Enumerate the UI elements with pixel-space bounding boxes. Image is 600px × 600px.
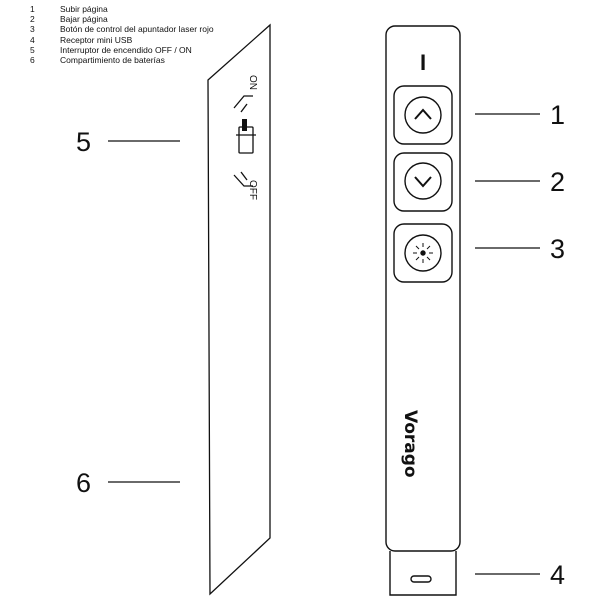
page-up-button[interactable] — [393, 85, 453, 145]
legend-text: Interruptor de encendido OFF / ON — [60, 44, 192, 55]
legend-item: 3 Botón de control del apuntador laser r… — [30, 24, 214, 34]
legend-item: 4 Receptor mini USB — [30, 35, 214, 45]
legend-item: 6 Compartimiento de baterías — [30, 55, 214, 65]
legend-number: 1 — [30, 4, 35, 14]
switch-knob — [242, 119, 247, 131]
legend-text: Bajar página — [60, 14, 108, 25]
presenter-body — [385, 25, 461, 552]
laser-button[interactable] — [393, 223, 453, 283]
callout-numbers: 1 2 3 4 5 6 — [76, 100, 565, 590]
legend-text: Subir página — [60, 4, 108, 14]
callout-number-3: 3 — [550, 234, 565, 264]
legend-number: 2 — [30, 14, 35, 25]
chevron-up-icon — [414, 108, 432, 120]
callout-number-2: 2 — [550, 167, 565, 197]
switch-track-top-inner — [240, 103, 248, 113]
side-view: ON OFF — [207, 23, 271, 596]
page-down-button[interactable] — [393, 152, 453, 212]
switch-track-bottom — [233, 174, 253, 187]
front-view: I — [385, 25, 461, 596]
callout-number-4: 4 — [550, 560, 565, 590]
legend-number: 6 — [30, 55, 35, 66]
switch-off-label: OFF — [247, 180, 258, 200]
legend: 1 Subir página 2 Bajar página 3 Botón de… — [30, 4, 214, 65]
top-mark: I — [420, 50, 426, 75]
legend-number: 5 — [30, 44, 35, 55]
switch-on-label: ON — [247, 75, 258, 90]
callout-number-5: 5 — [76, 127, 91, 157]
laser-burst-icon — [413, 243, 433, 263]
legend-number: 3 — [30, 24, 35, 35]
switch-track-bottom-inner — [240, 171, 248, 181]
usb-port — [410, 575, 432, 583]
legend-item: 5 Interruptor de encendido OFF / ON — [30, 45, 214, 55]
legend-text: Botón de control del apuntador laser roj… — [60, 24, 214, 35]
legend-text: Receptor mini USB — [60, 34, 133, 45]
switch-track-top — [233, 95, 253, 109]
brand-logo: Vorago — [400, 410, 420, 478]
legend-item: 1 Subir página — [30, 4, 214, 14]
legend-text: Compartimiento de baterías — [60, 55, 165, 66]
callouts — [108, 113, 540, 575]
callout-number-6: 6 — [76, 468, 91, 498]
usb-receiver — [389, 551, 457, 596]
legend-item: 2 Bajar página — [30, 14, 214, 24]
side-panel-outline — [207, 23, 271, 596]
legend-number: 4 — [30, 34, 35, 45]
chevron-down-icon — [414, 176, 432, 188]
callout-number-1: 1 — [550, 100, 565, 130]
